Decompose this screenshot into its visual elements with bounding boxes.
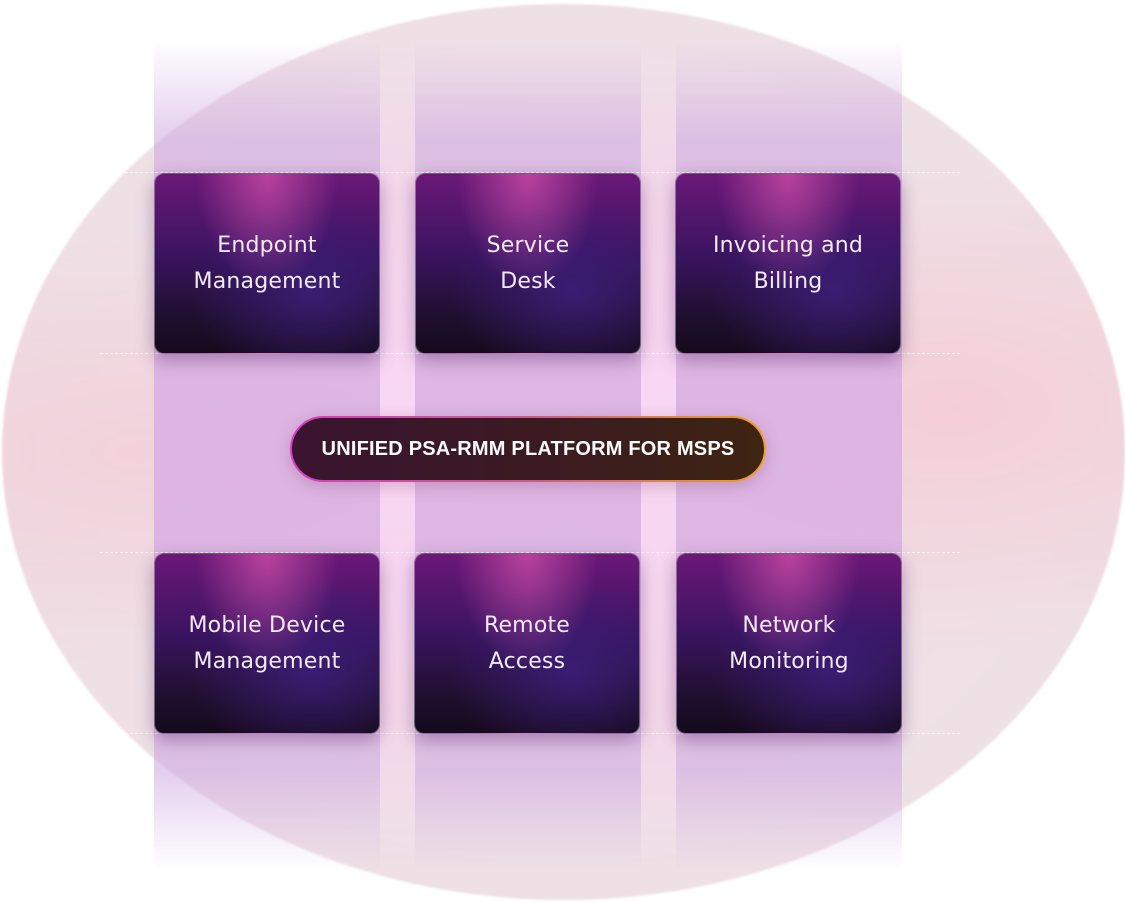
platform-pill: UNIFIED PSA-RMM PLATFORM FOR MSPS [290,416,766,482]
module-card-service-desk: Service Desk [415,173,641,354]
guide-line [100,552,960,553]
module-label-line: Management [193,648,341,674]
module-label-line: Mobile Device [188,612,346,638]
module-label-line: Service [486,232,570,258]
module-label-line: Invoicing and [712,232,864,258]
module-label-line: Desk [500,268,556,294]
module-label-line: Network [742,612,836,638]
module-label-line: Billing [753,268,823,294]
module-label-line: Management [193,268,341,294]
module-label: Network Monitoring [694,608,884,680]
module-label: Service Desk [433,228,623,300]
module-label-line: Remote [483,612,571,638]
guide-line [100,353,960,354]
module-label-line: Access [488,648,566,674]
module-label-line: Endpoint [217,232,317,258]
guide-line [100,172,960,173]
guide-line [100,733,960,734]
module-card-network-monitoring: Network Monitoring [676,553,902,734]
module-card-endpoint-management: Endpoint Management [154,173,380,354]
module-card-invoicing-billing: Invoicing and Billing [675,173,901,354]
module-label: Invoicing and Billing [693,228,883,300]
module-card-remote-access: Remote Access [414,553,640,734]
platform-label: UNIFIED PSA-RMM PLATFORM FOR MSPS [321,437,735,460]
module-label: Endpoint Management [172,228,362,300]
module-label-line: Monitoring [729,648,849,674]
module-label: Mobile Device Management [172,608,362,680]
module-label: Remote Access [432,608,622,680]
module-card-mobile-device-management: Mobile Device Management [154,553,380,734]
